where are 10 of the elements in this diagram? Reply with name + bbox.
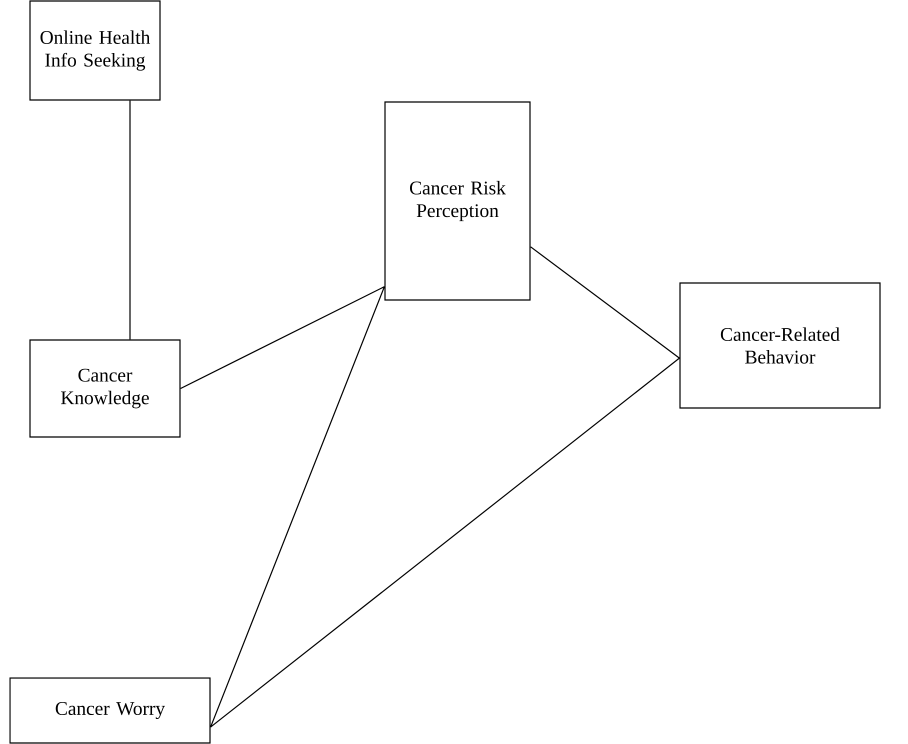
concept-box: Online Health Info Seeking [29, 0, 161, 101]
concept-box: Cancer-Related Behavior [679, 282, 881, 409]
connector-line [530, 246, 680, 359]
connector-line [129, 100, 131, 340]
connector-line [180, 286, 385, 390]
concept-box: Cancer Worry [9, 677, 211, 744]
connector-line [210, 358, 680, 728]
concept-box: Cancer Knowledge [29, 339, 181, 438]
connector-line [210, 286, 385, 728]
concept-box: Cancer Risk Perception [384, 101, 531, 301]
